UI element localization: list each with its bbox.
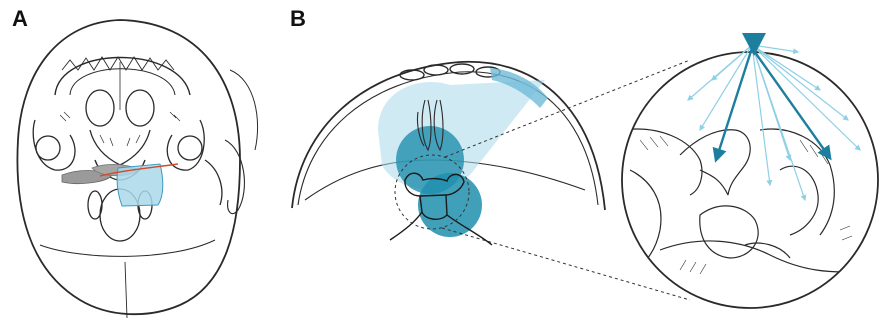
- clivus-region-highlight: [418, 173, 482, 237]
- magnified-inset: [622, 33, 878, 308]
- surgical-approach-area: [117, 164, 163, 206]
